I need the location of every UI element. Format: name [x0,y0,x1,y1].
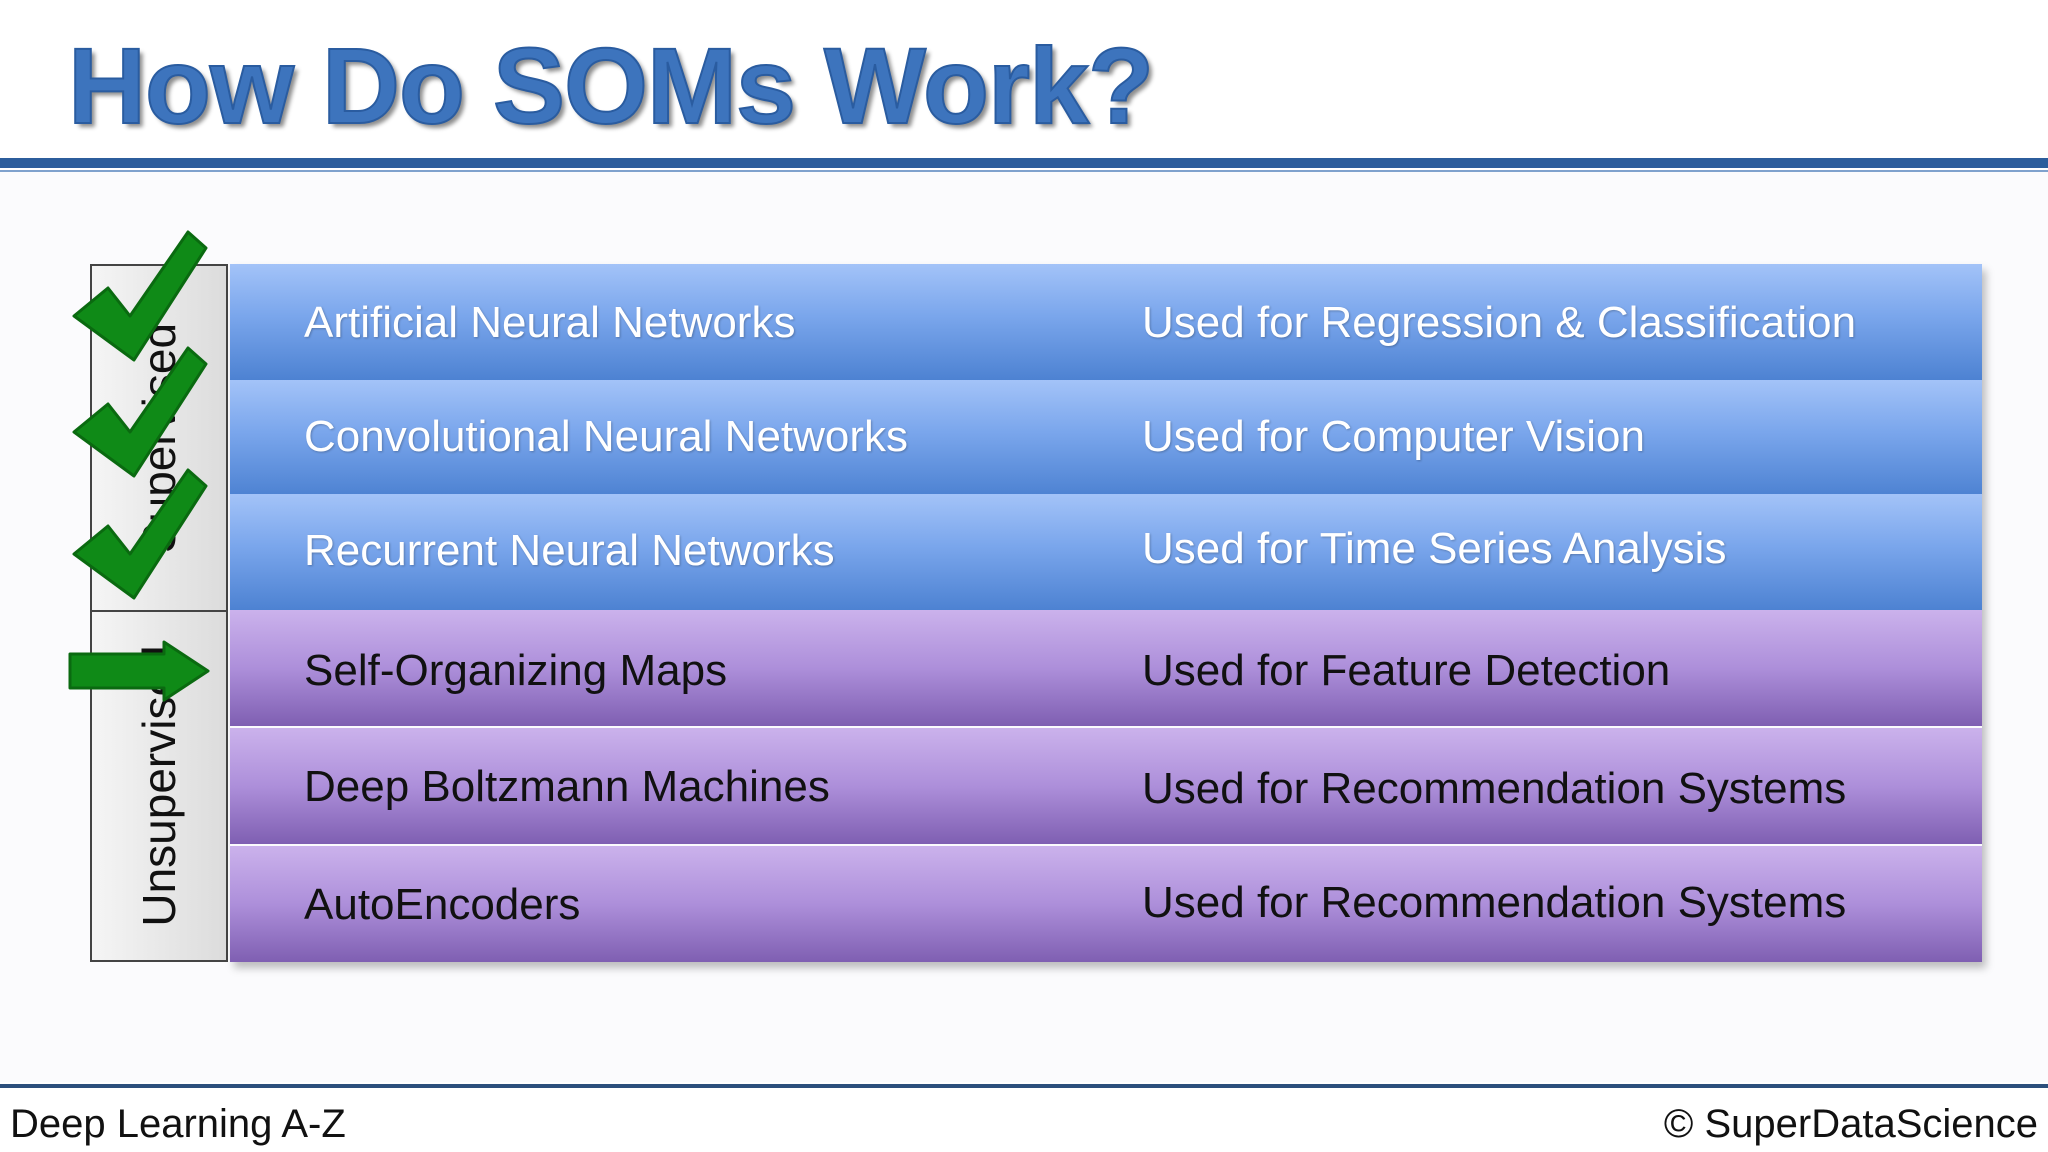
checkmark-icon [72,230,208,362]
slide-title: How Do SOMs Work? [67,25,1155,147]
footer-course-title: Deep Learning A-Z [10,1102,346,1146]
row-use: Used for Time Series Analysis [1142,524,1727,573]
row-name: Convolutional Neural Networks [304,412,909,461]
footer-copyright: © SuperDataScience [1663,1102,2038,1146]
row-name: Self-Organizing Maps [304,646,728,695]
title-divider-thin [0,170,2048,172]
row-name: Recurrent Neural Networks [304,526,835,575]
row-name: Deep Boltzmann Machines [304,762,830,811]
row-use: Used for Recommendation Systems [1142,764,1847,813]
footer-divider [0,1084,2048,1088]
arrow-right-icon [68,640,210,702]
checkmark-icon [72,346,208,478]
header [0,0,2048,160]
algorithm-table: Artificial Neural Networks Used for Regr… [230,264,1982,962]
table-row-ann: Artificial Neural Networks Used for Regr… [230,264,1982,380]
row-name: Artificial Neural Networks [304,298,796,347]
table-row-cnn: Convolutional Neural Networks Used for C… [230,380,1982,496]
table-row-dbm: Deep Boltzmann Machines Used for Recomme… [230,728,1982,844]
title-divider [0,158,2048,168]
table-row-som: Self-Organizing Maps Used for Feature De… [230,610,1982,726]
row-use: Used for Regression & Classification [1142,298,1857,347]
row-use: Used for Recommendation Systems [1142,878,1847,927]
row-use: Used for Computer Vision [1142,412,1645,461]
checkmark-icon [72,468,208,600]
row-use: Used for Feature Detection [1142,646,1671,695]
table-row-rnn: Recurrent Neural Networks Used for Time … [230,494,1982,610]
table-row-autoencoders: AutoEncoders Used for Recommendation Sys… [230,846,1982,962]
row-name: AutoEncoders [304,880,581,929]
